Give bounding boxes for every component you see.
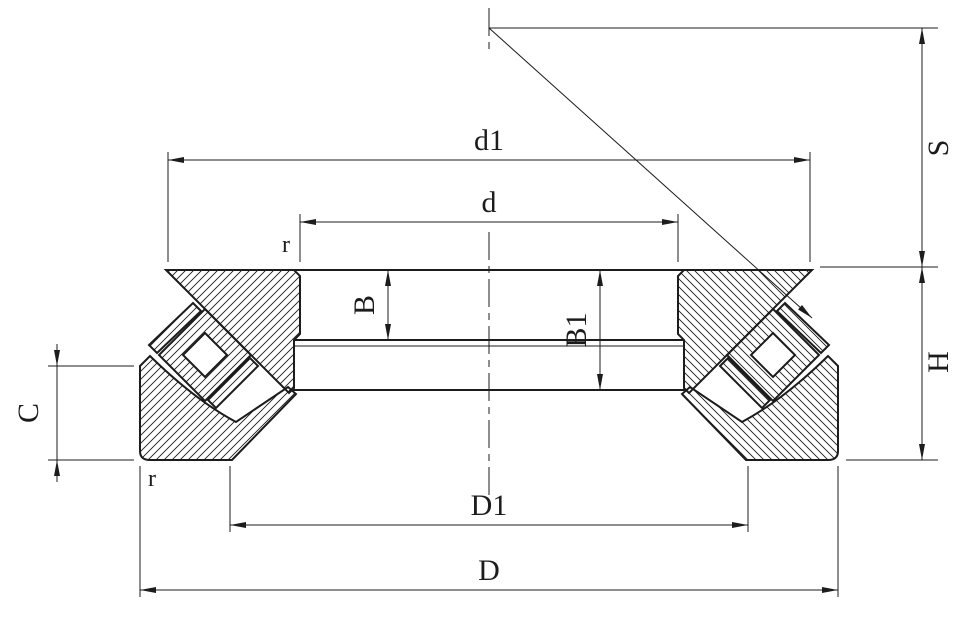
dimension-C: C — [12, 344, 134, 482]
roller-right-cage-pocket — [749, 331, 797, 379]
cage-right-upper-section — [775, 301, 831, 355]
cage-left-lower-section — [206, 356, 260, 410]
roller-left-cage-pocket — [181, 331, 229, 379]
label-d: d — [482, 186, 497, 219]
dimension-B: B — [348, 270, 391, 340]
label-D1: D1 — [471, 489, 508, 522]
dimension-B1: B1 — [560, 270, 603, 390]
dimension-d1: d1 — [167, 124, 811, 262]
roller-left-section — [157, 307, 253, 403]
label-B: B — [348, 295, 381, 315]
label-C: C — [12, 403, 45, 423]
dimension-S: S — [489, 27, 955, 268]
dimension-H: H — [846, 267, 955, 461]
label-r-bore: r — [282, 232, 290, 258]
label-B1: B1 — [560, 312, 593, 347]
label-D: D — [478, 554, 500, 587]
dimension-D1: D1 — [229, 466, 749, 532]
roller-right-section — [725, 307, 821, 403]
dimension-d: d r — [282, 186, 679, 262]
housing-washer-left-section — [139, 354, 298, 461]
cage-left-upper-section — [147, 301, 203, 355]
cage-right-lower-section — [718, 356, 772, 410]
sphere-radius-arrowhead — [798, 305, 812, 318]
sphere-radius-line — [488, 27, 813, 319]
label-H: H — [922, 351, 955, 373]
label-S: S — [922, 140, 955, 157]
label-r-outer: r — [148, 466, 156, 492]
dimension-D: D — [139, 466, 839, 597]
fillet-radius-label: r — [148, 466, 156, 492]
label-d1: d1 — [474, 124, 504, 157]
housing-washer-right-section — [680, 354, 839, 461]
